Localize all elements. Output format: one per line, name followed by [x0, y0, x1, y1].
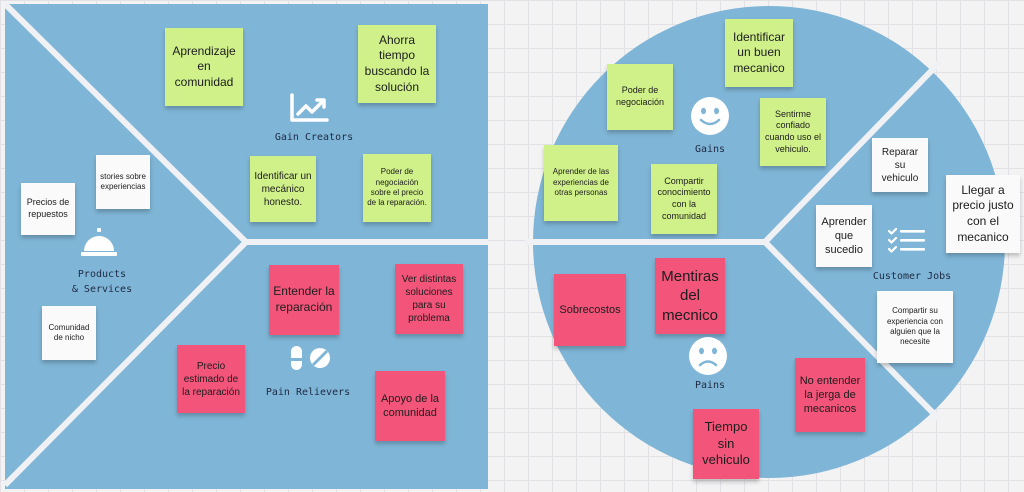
sticky-note[interactable]: No entender la jerga de mecanicos [795, 358, 865, 432]
sticky-note[interactable]: Precio estimado de la reparación [177, 345, 245, 413]
sticky-note[interactable]: Poder de negociación [607, 64, 673, 130]
pills-icon [291, 346, 330, 370]
smiley-face-icon [691, 97, 729, 135]
sticky-note[interactable]: Aprender de las experiencias de otras pe… [544, 145, 618, 221]
section-label-pains: Pains [694, 380, 726, 391]
sticky-note[interactable]: Compartir conocimiento con la comunidad [651, 164, 717, 234]
sad-face-icon [689, 337, 727, 375]
sticky-note[interactable]: stories sobre experiencias [96, 155, 150, 209]
service-bell-icon [81, 228, 117, 256]
sticky-note[interactable]: Identificar un buen mecanico [725, 19, 793, 87]
checklist-icon [887, 227, 925, 253]
section-label-products-services: Products & Services [71, 269, 133, 295]
sticky-note[interactable]: Entender la reparación [269, 265, 339, 335]
sticky-note[interactable]: Aprendizaje en comunidad [165, 28, 243, 106]
sticky-note[interactable]: Sentirme confiado cuando uso el vehiculo… [760, 98, 826, 166]
sticky-note[interactable]: Tiempo sin vehiculo [693, 409, 759, 479]
sticky-note[interactable]: Ahorra tiempo buscando la solución [358, 25, 436, 103]
sticky-note[interactable]: Comunidad de nicho [42, 306, 96, 360]
sticky-note[interactable]: Llegar a precio justo con el mecanico [946, 175, 1020, 253]
sticky-note[interactable]: Aprender que sucedio [816, 205, 872, 267]
sticky-note[interactable]: Identificar un mecánico honesto. [250, 156, 316, 222]
sticky-note[interactable]: Apoyo de la comunidad [375, 371, 445, 441]
sticky-note[interactable]: Sobrecostos [554, 274, 626, 346]
sticky-note[interactable]: Poder de negociación sobre el precio de … [363, 154, 431, 222]
sticky-note[interactable]: Mentiras del mecnico [655, 258, 725, 334]
section-label-gain-creators: Gain Creators [274, 132, 354, 143]
sticky-note[interactable]: Reparar su vehiculo [872, 138, 928, 192]
section-label-customer-jobs: Customer Jobs [872, 271, 952, 282]
sticky-note[interactable]: Precios de repuestos [21, 183, 75, 235]
sticky-note[interactable]: Compartir su experiencia con alguien que… [877, 291, 953, 363]
sticky-note[interactable]: Ver distintas soluciones para su problem… [395, 264, 463, 334]
section-label-gains: Gains [694, 144, 726, 155]
trending-up-chart-icon [290, 93, 329, 122]
section-label-pain-relievers: Pain Relievers [265, 387, 351, 398]
